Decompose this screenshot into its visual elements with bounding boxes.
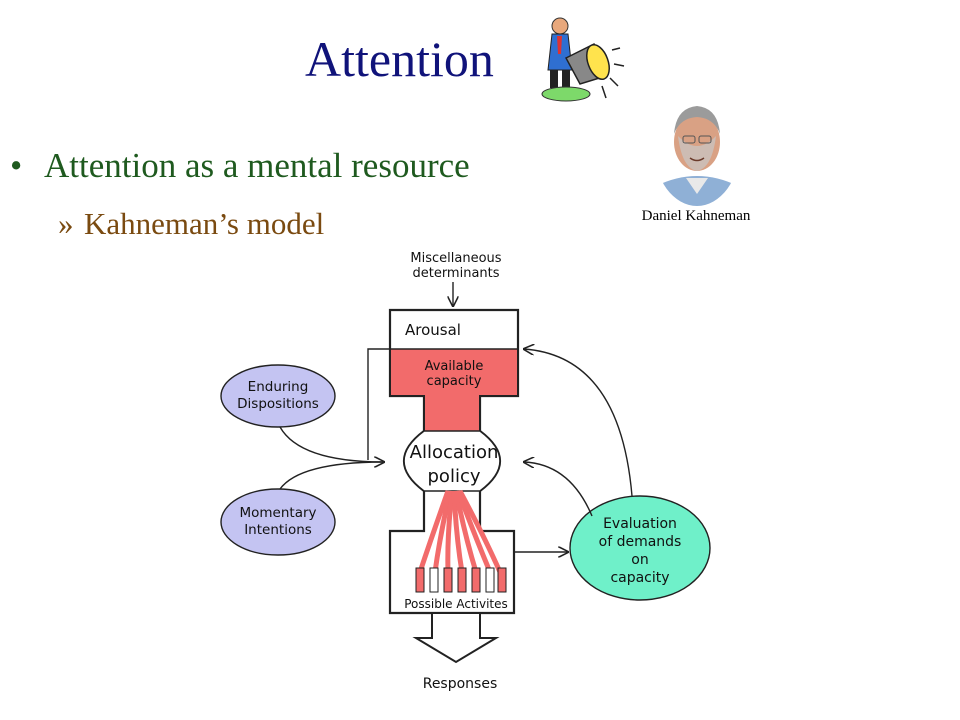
bullet-dot: • [10,146,23,185]
sub-bullet-item: » Kahneman’s model [58,208,324,239]
enduring-line1: Enduring [248,379,309,395]
slide-title: Attention [305,31,494,87]
evaluation-line4: capacity [610,570,669,586]
available-capacity-line1: Available [425,359,484,374]
possible-activities-label: Possible Activites [404,597,508,611]
momentary-line1: Momentary [239,505,316,521]
capacity-feedback-line [367,348,390,460]
allocation-streams [417,489,503,574]
available-capacity-line2: capacity [427,374,482,389]
enduring-line2: Dispositions [237,396,319,412]
sub-bullet-marker: » [58,206,74,241]
momentary-line2: Intentions [244,522,312,538]
enduring-dispositions-node [220,364,336,428]
kahneman-portrait [654,88,740,206]
evaluation-to-arousal-arrow [524,349,633,497]
arousal-label: Arousal [405,321,461,339]
allocation-policy-shape [403,430,501,492]
evaluation-line2: of demands [599,534,682,550]
bullet-text: Attention as a mental resource [44,146,470,185]
spotlight-clipart-icon [541,17,625,102]
allocation-label-line1: Allocation [410,442,499,463]
momentary-to-allocation-line [279,461,385,490]
bullet-item: • Attention as a mental resource [10,148,470,183]
evaluation-to-allocation-arrow [524,462,593,517]
allocation-label-line2: policy [428,466,481,487]
capacity-stem [425,395,479,435]
sub-bullet-text: Kahneman’s model [84,206,325,241]
activity-bars [415,567,507,593]
evaluation-node [569,495,711,601]
available-capacity-box [391,349,517,395]
evaluation-line3: on [631,552,648,568]
responses-arrow [412,614,500,664]
enduring-to-allocation-arrow [279,426,384,462]
responses-label: Responses [423,676,498,692]
misc-determinants-line1: Miscellaneous [410,251,501,266]
kahneman-model-diagram: Miscellaneous determinants Allocation po… [220,251,711,692]
momentary-intentions-node [220,488,336,556]
misc-determinants-line2: determinants [412,266,499,281]
portrait-caption: Daniel Kahneman [641,208,751,224]
evaluation-line1: Evaluation [603,516,677,532]
